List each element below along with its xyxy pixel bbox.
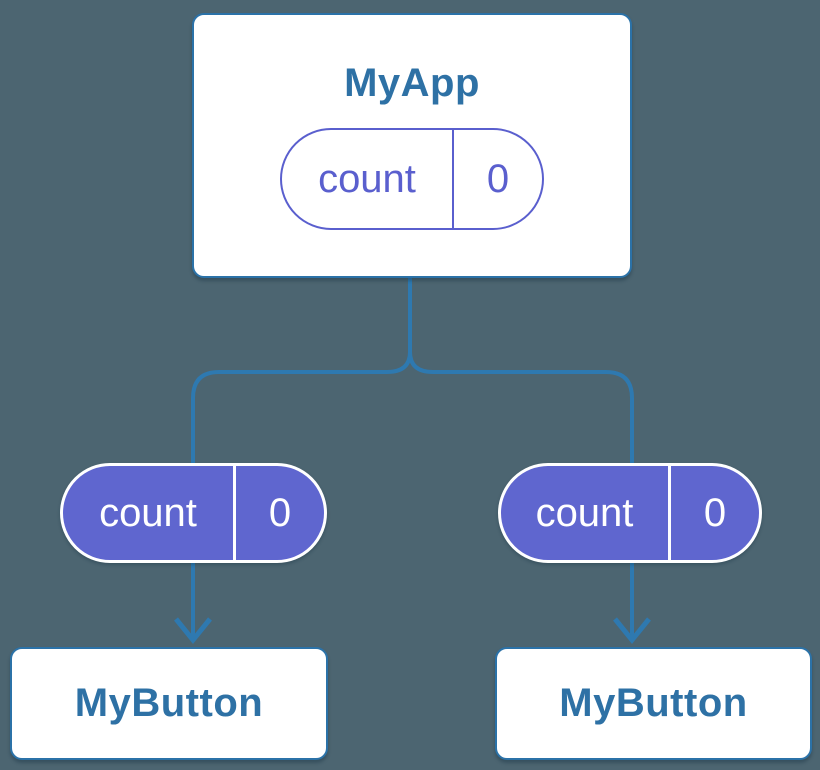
- right-arrowhead-icon: [613, 617, 651, 644]
- right-prop-pill-value: 0: [703, 490, 727, 535]
- state-pill-label: count: [318, 156, 416, 201]
- left-arrowhead-icon: [174, 617, 212, 644]
- root-state-pill: count 0: [280, 128, 544, 230]
- right-child-component-card: MyButton: [495, 647, 812, 760]
- right-prop-pill-divider: [668, 466, 671, 560]
- right-branch-line: [408, 351, 634, 636]
- left-prop-pill: count 0: [60, 463, 327, 563]
- right-prop-pill-label: count: [535, 490, 634, 535]
- state-pill-divider: [452, 130, 454, 228]
- right-child-component-name: MyButton: [559, 681, 748, 725]
- left-prop-pill-value: 0: [268, 490, 292, 535]
- left-child-component-name: MyButton: [74, 681, 264, 725]
- left-branch-line: [191, 351, 412, 636]
- root-component-name: MyApp: [344, 61, 480, 105]
- left-prop-pill-label: count: [99, 490, 197, 535]
- right-prop-pill: count 0: [498, 463, 762, 563]
- state-pill-value: 0: [486, 156, 510, 201]
- left-child-component-card: MyButton: [10, 647, 328, 760]
- root-component-card: MyApp count 0: [192, 13, 632, 278]
- left-prop-pill-divider: [233, 466, 236, 560]
